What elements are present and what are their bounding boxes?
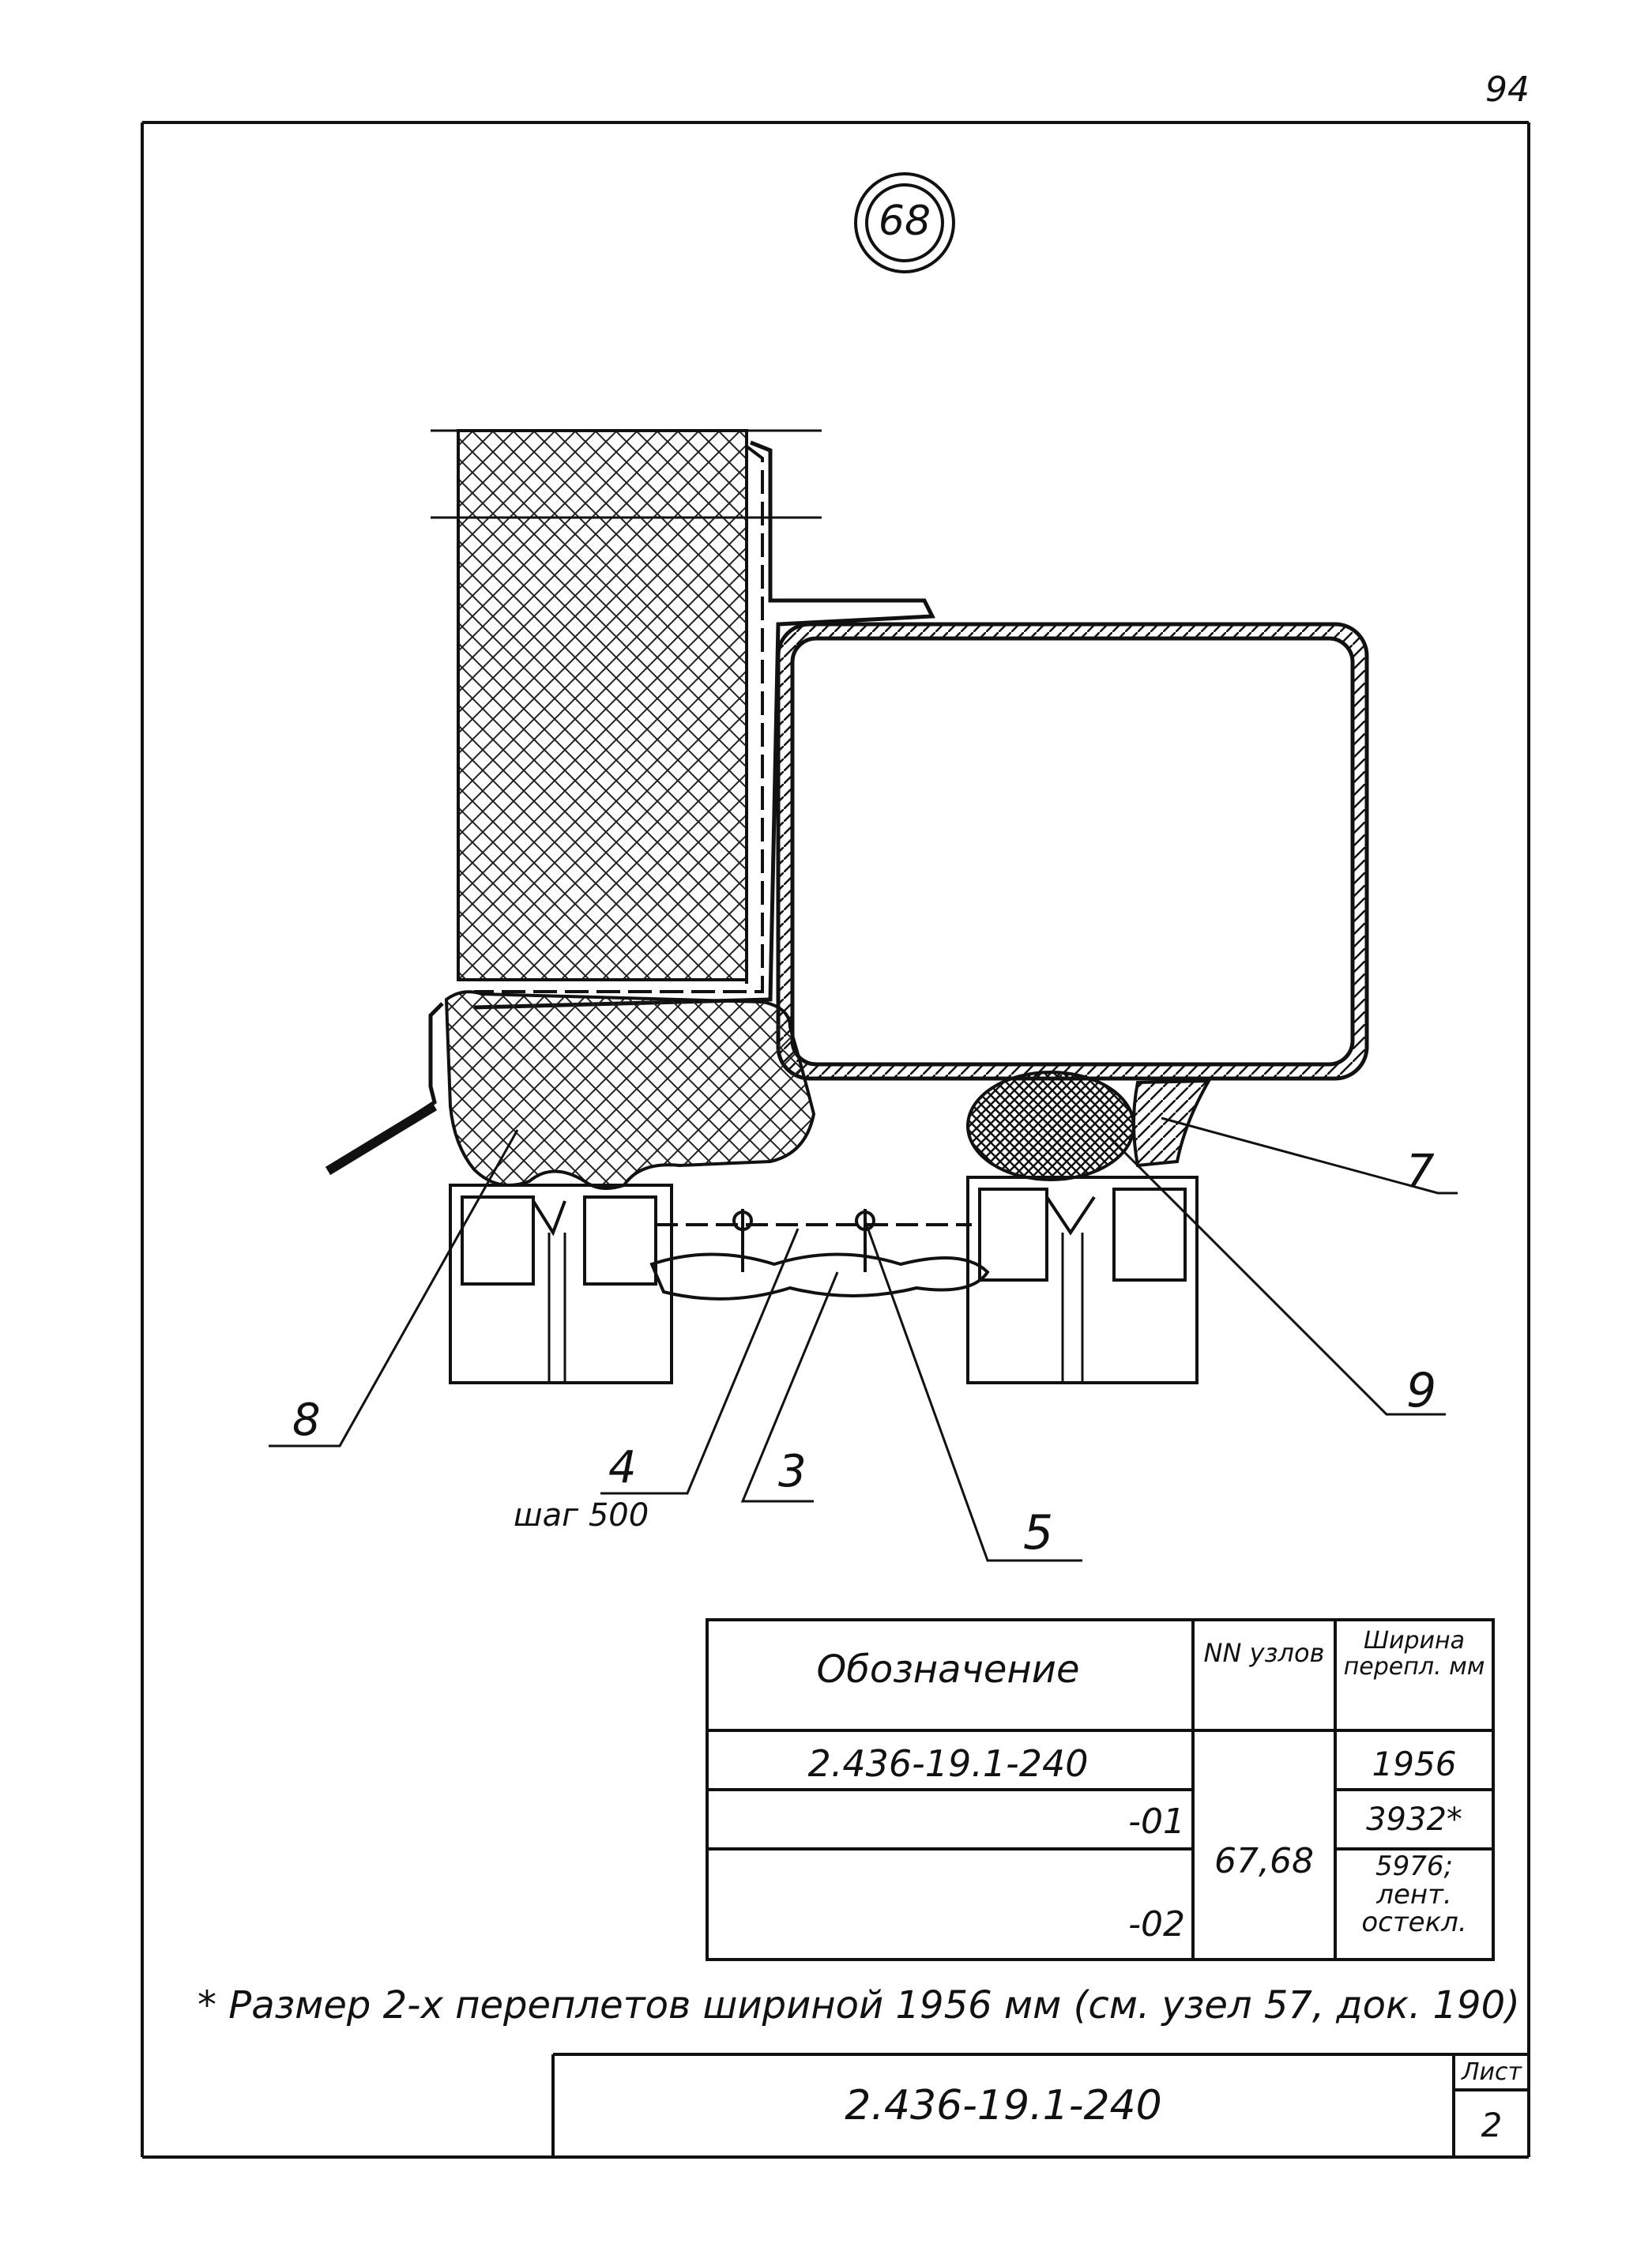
title-block-grid	[551, 2053, 1529, 2157]
page-number: 94	[1485, 70, 1530, 110]
flashing-profile	[473, 440, 935, 1010]
spec-table-grid	[706, 1618, 1495, 1961]
steel-tube-section	[776, 622, 1369, 1081]
callout-7: 7	[1406, 1146, 1435, 1197]
mastic-7	[1132, 1079, 1212, 1168]
node-marker-circle	[854, 172, 955, 273]
table-nodes-value: 67,68	[1214, 1841, 1314, 1881]
table-row-1-width: 1956	[1372, 1745, 1457, 1783]
table-header-designation: Обозначение	[816, 1647, 1080, 1692]
window-frame-left	[449, 1184, 673, 1384]
title-block-sheet-label: Лист	[1461, 2058, 1522, 2086]
footnote: * Размер 2-х переплетов шириной 1956 мм …	[198, 1983, 1520, 2027]
window-frame-right	[966, 1176, 1199, 1384]
drawing-frame	[141, 121, 1530, 2159]
table-header-nodes: NN узлов	[1203, 1638, 1325, 1668]
bottom-strip-3	[649, 1223, 990, 1301]
callout-8: 8	[292, 1395, 321, 1446]
table-row-2-designation: -01	[1128, 1802, 1185, 1842]
table-row-1-designation: 2.436-19.1-240	[807, 1742, 1089, 1785]
callout-4-step: шаг 500	[514, 1497, 649, 1534]
wall-panel	[431, 429, 822, 993]
title-block-code: 2.436-19.1-240	[845, 2082, 1162, 2129]
seal-block-8	[325, 990, 816, 1190]
title-block-sheet-number: 2	[1481, 2106, 1503, 2144]
screw-5	[855, 1209, 875, 1272]
callout-4: 4	[608, 1442, 637, 1493]
seal-cord-9	[966, 1071, 1135, 1181]
screw-4	[732, 1209, 753, 1272]
leader-lines	[269, 1116, 1458, 1562]
node-number: 68	[878, 198, 931, 245]
table-header-width: Ширина перепл. мм	[1343, 1627, 1485, 1681]
table-row-3-width: 5976; лент. остекл.	[1361, 1850, 1467, 1939]
callout-9: 9	[1406, 1363, 1437, 1418]
callout-5: 5	[1023, 1505, 1054, 1561]
table-row-2-width: 3932*	[1366, 1802, 1462, 1838]
table-row-3-designation: -02	[1128, 1904, 1185, 1945]
callout-3: 3	[778, 1446, 807, 1497]
